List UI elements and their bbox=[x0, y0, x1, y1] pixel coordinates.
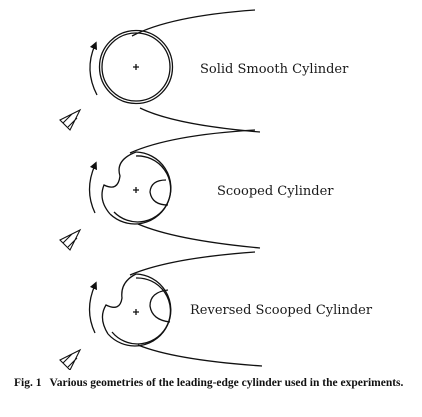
caption-head: Fig. 1 bbox=[14, 377, 42, 389]
label-reversed-scooped-cylinder: Reversed Scooped Cylinder bbox=[190, 303, 373, 318]
solid-cylinder-icon bbox=[59, 9, 261, 133]
reversed-scooped-cylinder-icon bbox=[59, 251, 263, 370]
label-solid-smooth-cylinder: Solid Smooth Cylinder bbox=[200, 62, 349, 77]
caption-text: Various geometries of the leading-edge c… bbox=[49, 377, 404, 389]
figure-drawing bbox=[59, 9, 263, 370]
scooped-cylinder-icon bbox=[59, 129, 261, 251]
label-scooped-cylinder: Scooped Cylinder bbox=[217, 184, 334, 199]
figure-caption: Fig. 1 Various geometries of the leading-… bbox=[14, 377, 414, 390]
